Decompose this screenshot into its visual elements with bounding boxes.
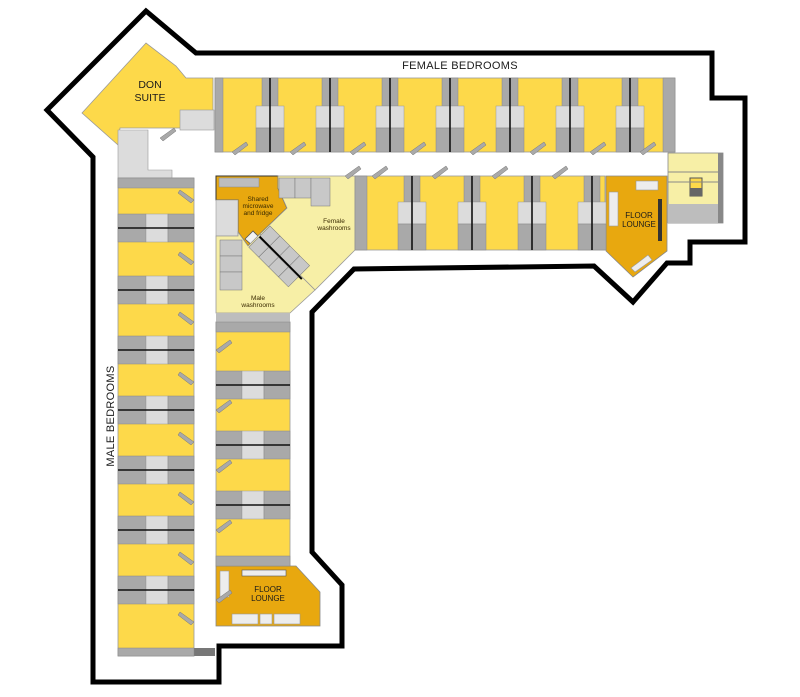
male-washrooms-label-line1: Male (250, 295, 266, 302)
female-washrooms-room: Female washrooms (314, 218, 354, 234)
shared-kitchen-label-line2: microwave (242, 203, 274, 210)
floor-lounge-south-label-line2: LOUNGE (251, 594, 285, 603)
female-washrooms-label-line2: washrooms (317, 225, 351, 232)
don-suite-room: DON SUITE (120, 79, 180, 120)
floor-lounge-east-label-line1: FLOOR (625, 211, 653, 220)
shared-kitchen-room: Shared microwave and fridge (238, 196, 278, 222)
floor-lounge-east-room: FLOOR LOUNGE (614, 211, 664, 242)
don-suite-label-line1: DON (138, 79, 162, 91)
don-suite-label-line2: SUITE (134, 92, 166, 104)
male-washrooms-room: Male washrooms (238, 295, 278, 311)
floor-lounge-south-label-line1: FLOOR (254, 585, 282, 594)
floor-lounge-south-room: FLOOR LOUNGE (243, 585, 293, 616)
furniture-layer (117, 77, 676, 657)
male-washrooms-label-line2: washrooms (241, 302, 275, 309)
female-washrooms-label-line1: Female (323, 218, 345, 225)
outer-wall (43, 7, 748, 685)
floor-lounge-east-label-line2: LOUNGE (622, 220, 656, 229)
shared-kitchen-label-line1: Shared (247, 196, 269, 203)
shared-kitchen-label-line3: and fridge (243, 210, 273, 217)
